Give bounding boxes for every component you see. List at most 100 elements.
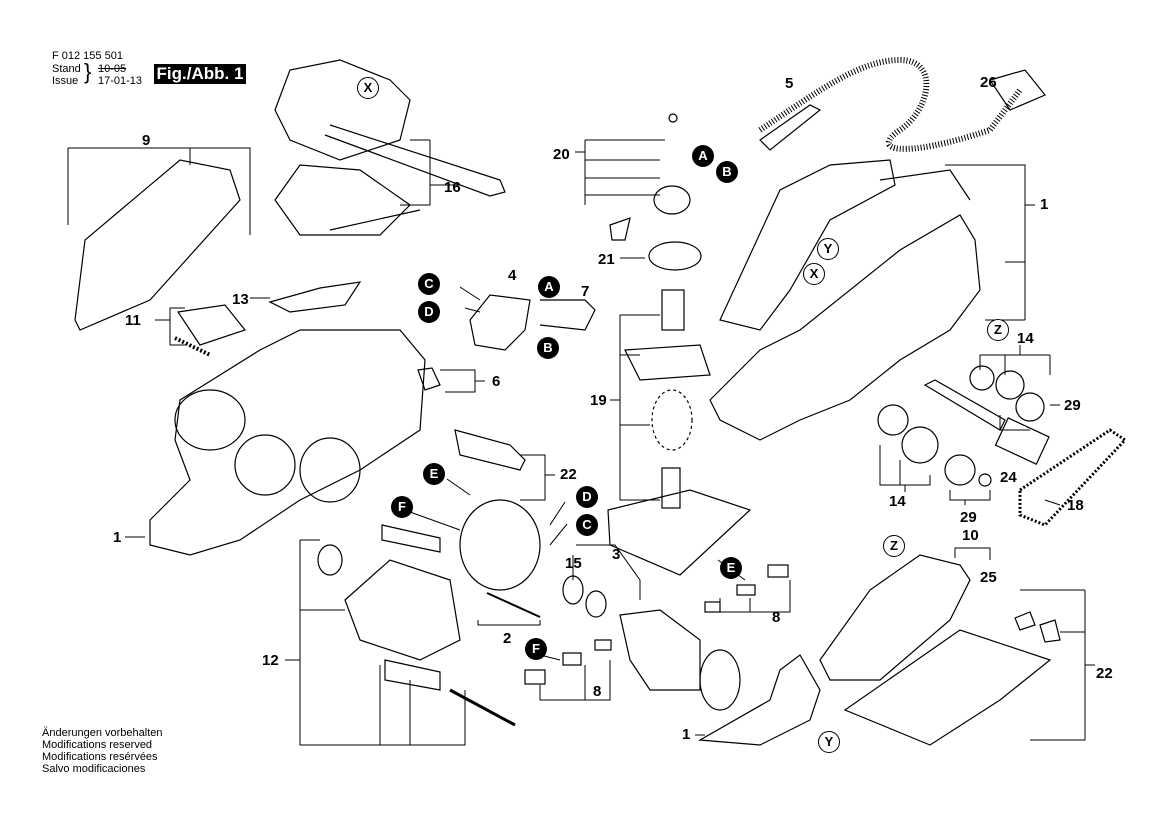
connector-f-brush: F <box>525 638 547 660</box>
part-label-10: 10 <box>962 527 979 544</box>
leader-29b <box>949 490 991 505</box>
side-cover-part <box>74 159 241 331</box>
handle-grip-part <box>274 59 411 161</box>
notice-fr: Modifications resérvées <box>42 751 158 763</box>
sleeve-part <box>994 417 1050 465</box>
belt-cover-part <box>819 554 971 681</box>
spring-part <box>174 336 211 357</box>
bearing-12-part <box>317 544 343 576</box>
pulley-29-part <box>944 454 976 486</box>
brace: } <box>84 59 92 84</box>
part-label-2: 2 <box>503 630 512 647</box>
leader-11 <box>155 307 185 346</box>
leader-19 <box>610 314 660 501</box>
figure-label: Fig./Abb. 1 <box>154 64 246 84</box>
part-label-9: 9 <box>142 132 151 149</box>
leader-3 <box>576 544 641 600</box>
base-plate-part <box>843 629 1052 746</box>
handle-housing-part <box>719 159 896 331</box>
ref-y-guard: Y <box>818 731 840 753</box>
brush-plate-part <box>381 524 441 553</box>
ref-y-housing: Y <box>817 238 839 260</box>
part-label-22-top: 22 <box>560 466 577 483</box>
screw-part <box>668 113 678 123</box>
ref-x-handle: X <box>357 77 379 99</box>
spring-22-part <box>1014 611 1036 631</box>
switch-part <box>469 294 531 351</box>
connector-a-cord: A <box>692 145 714 167</box>
cover-plate-part <box>995 370 1025 400</box>
rod-part <box>324 124 506 197</box>
fan-gear-part <box>699 649 741 711</box>
knob-part <box>653 185 691 215</box>
leader-8b <box>539 660 611 701</box>
notice-en: Modifications reserved <box>42 739 153 751</box>
scale-ring-part <box>648 241 702 271</box>
part-label-24: 24 <box>1000 469 1017 486</box>
brush-bar-part <box>384 659 441 691</box>
part-label-19: 19 <box>590 392 607 409</box>
notice-de: Änderungen vorbehalten <box>42 727 163 739</box>
bearing-part <box>969 365 995 391</box>
rod-12-part <box>449 688 516 727</box>
leader-1-right <box>945 164 1035 321</box>
grip-pad-part <box>268 281 362 313</box>
part-label-1-bottom: 1 <box>682 726 691 743</box>
leader-22a <box>520 454 555 501</box>
switch-contact-part <box>539 299 596 331</box>
part-label-14-top: 14 <box>1017 330 1034 347</box>
ref-z-cover: Z <box>883 535 905 557</box>
issue-label: Issue <box>52 75 79 87</box>
leader-18 <box>1044 499 1061 506</box>
part-number: F 012 155 501 <box>52 50 123 62</box>
part-label-29-top: 29 <box>1064 397 1081 414</box>
leader-14b <box>879 445 931 492</box>
part-label-12: 12 <box>262 652 279 669</box>
bracket-part <box>454 429 526 471</box>
plug-part <box>989 69 1046 111</box>
leader-6 <box>440 369 485 393</box>
bearing-15-part <box>562 575 584 605</box>
old-date: 10-05 <box>98 63 127 75</box>
leader-16 <box>400 139 460 206</box>
lever-part <box>609 217 631 241</box>
part-label-7: 7 <box>581 283 590 300</box>
pin-part <box>176 304 247 346</box>
depth-plate-part <box>624 344 711 381</box>
leader-8a <box>719 580 791 613</box>
leader-12 <box>285 539 466 746</box>
part-label-29-bottom: 29 <box>960 509 977 526</box>
part-label-4: 4 <box>508 267 517 284</box>
leader-20 <box>575 139 665 205</box>
connector-e-brush: E <box>720 557 742 579</box>
part-label-13: 13 <box>232 291 249 308</box>
issue-date: 17-01-13 <box>98 75 143 87</box>
base-block-part <box>607 489 752 576</box>
connector-e-stator: E <box>423 463 445 485</box>
part-label-16: 16 <box>444 179 461 196</box>
ref-z-housing: Z <box>987 319 1009 341</box>
leader-24 <box>999 415 1030 431</box>
connector-b-cord: B <box>716 161 738 183</box>
notice-es: Salvo modificaciones <box>42 763 146 775</box>
connector-d-switch: D <box>418 301 440 323</box>
main-housing-part <box>709 214 981 441</box>
clamp-part <box>417 367 441 391</box>
drive-belt-part <box>1018 428 1128 527</box>
part-label-26: 26 <box>980 74 997 91</box>
armature-part <box>619 609 701 691</box>
spring-19-part <box>651 389 693 451</box>
depth-shaft-part <box>661 289 685 331</box>
modifications-notice: Änderungen vorbehalten Modifications res… <box>42 727 162 775</box>
leader-2 <box>477 620 541 626</box>
part-label-8-left: 8 <box>593 683 602 700</box>
part-label-18: 18 <box>1067 497 1084 514</box>
ref-x-housing: X <box>803 263 825 285</box>
motor-housing-part <box>344 559 461 661</box>
exhaust-tube <box>174 389 246 451</box>
pulley-part <box>1015 392 1045 422</box>
leader-wires <box>409 286 746 661</box>
part-label-11: 11 <box>125 312 141 329</box>
connector-c-stator: C <box>576 514 598 536</box>
cord-sleeve-part <box>759 104 822 151</box>
